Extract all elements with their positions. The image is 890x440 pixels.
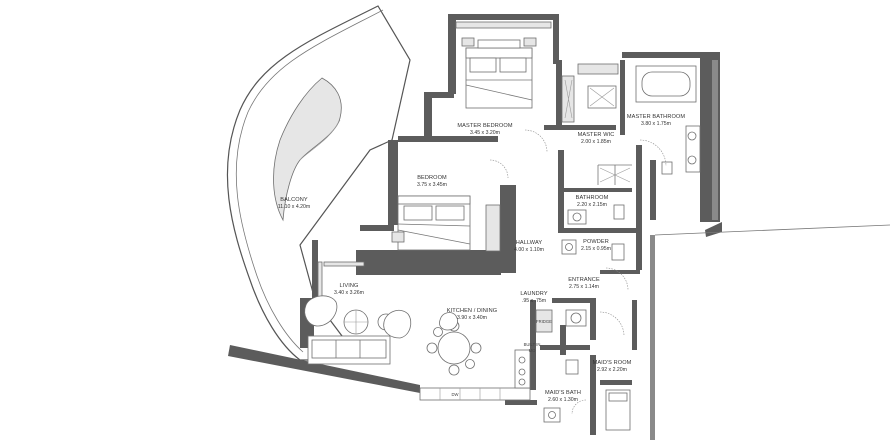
toilet (613, 204, 625, 220)
room-name-master-wic: MASTER WIC (578, 132, 615, 138)
room-size-master-bathroom: 3.80 x 1.75m (641, 121, 671, 127)
bed (397, 195, 471, 251)
kitchen-dining: FRIDGE BUILT IN MO DW KITCHEN / DINING 3… (419, 308, 553, 401)
room-name-living: LIVING (340, 283, 359, 289)
balcony-label: BALCONY 11.10 x 4.20m (278, 197, 311, 210)
mo-label: MO (529, 348, 536, 353)
room-name-master-bathroom: MASTER BATHROOM (627, 114, 686, 120)
nightstand (523, 37, 537, 47)
master-bedroom: MASTER BEDROOM 3.45 x 3.20m (455, 21, 552, 153)
built-in-label: BUILT IN (524, 342, 541, 347)
wardrobe (485, 204, 501, 252)
room-size-bedroom: 3.75 x 3.45m (417, 182, 447, 188)
laundry: LAUNDRY .95 x .75m (520, 291, 587, 327)
room-size-powder: 2.15 x 0.95m (581, 246, 611, 252)
dining-chair (433, 327, 443, 337)
room-name-powder: POWDER (583, 239, 609, 245)
room-name-kitchen-dining: KITCHEN / DINING (447, 308, 497, 314)
dining-chair (448, 364, 460, 376)
planter-shape (273, 77, 342, 222)
room-size-laundry: .95 x .75m (522, 298, 546, 304)
armchair (383, 309, 412, 339)
toilet (611, 243, 625, 261)
kitchen-counter (419, 387, 531, 401)
master-wic: MASTER WIC 2.00 x 1.85m (561, 63, 619, 145)
toilet (661, 161, 673, 175)
room-size-hallway: 4.00 x 1.10m (514, 247, 544, 253)
room-name-maids-bath: MAID'S BATH (545, 390, 581, 396)
powder: POWDER 2.15 x 0.95m (561, 239, 625, 261)
armchair (304, 295, 338, 327)
room-name-maids-room: MAID'S ROOM (593, 360, 632, 366)
room-name-bedroom: BEDROOM (417, 175, 447, 181)
room-size-master-bedroom: 3.45 x 3.20m (470, 130, 500, 136)
living: LIVING 3.40 x 3.26m (304, 261, 412, 365)
room-size-balcony: 11.10 x 4.20m (278, 204, 311, 210)
room-name-entrance: ENTRANCE (568, 277, 600, 283)
toilet (565, 359, 579, 375)
master-bathroom: MASTER BATHROOM 3.80 x 1.75m (627, 65, 701, 175)
room-name-laundry: LAUNDRY (520, 291, 547, 297)
entrance: ENTRANCE 2.75 x 1.14m (568, 267, 629, 291)
dining-chair (470, 342, 482, 354)
accent-chair (439, 312, 458, 331)
dishwasher-label: DW (452, 392, 459, 397)
room-name-hallway: HALLWAY (516, 240, 543, 246)
hallway: HALLWAY 4.00 x 1.10m (514, 240, 544, 253)
maids-bath: MAID'S BATH 2.60 x 1.30m (543, 359, 587, 423)
room-size-maids-room: 2.92 x 2.20m (597, 367, 627, 373)
walls (228, 14, 890, 440)
nightstand (391, 231, 405, 243)
room-name-bathroom: BATHROOM (576, 195, 609, 201)
room-name-master-bedroom: MASTER BEDROOM (457, 123, 512, 129)
room-size-entrance: 2.75 x 1.14m (569, 284, 599, 290)
room-size-maids-bath: 2.60 x 1.30m (548, 397, 578, 403)
room-size-bathroom: 2.20 x 2.15m (577, 202, 607, 208)
room-name-balcony: BALCONY (280, 197, 308, 203)
room-size-kitchen-dining: 3.90 x 3.40m (457, 315, 487, 321)
fridge-label: FRIDGE (536, 319, 552, 324)
dining-chair (426, 342, 438, 354)
nightstand (461, 37, 475, 47)
dining-chair (465, 359, 475, 369)
bathroom: BATHROOM 2.20 x 2.15m (567, 164, 632, 225)
maids-room: MAID'S ROOM 2.92 x 2.20m (593, 311, 632, 431)
room-size-master-wic: 2.00 x 1.85m (581, 139, 611, 145)
dining-table (437, 331, 471, 365)
bedroom: BEDROOM 3.75 x 3.45m (391, 159, 509, 252)
room-size-living: 3.40 x 3.26m (334, 290, 364, 296)
